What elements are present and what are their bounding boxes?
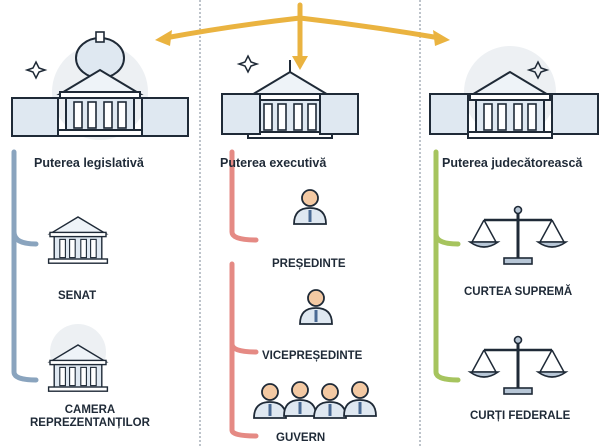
label-vicepresedinte: VICEPREȘEDINTE bbox=[262, 350, 363, 362]
label-senat: SENAT bbox=[58, 290, 97, 302]
arrow-head-left bbox=[155, 30, 172, 46]
judicial-connector bbox=[433, 149, 461, 383]
senate-building-icon bbox=[47, 216, 109, 264]
executive-connector-lower bbox=[229, 261, 259, 439]
house-of-representatives-building-icon bbox=[47, 324, 109, 392]
arrow-head-down bbox=[292, 56, 308, 70]
scales-of-justice-icon-federal bbox=[468, 335, 568, 396]
legislative-branch-senat bbox=[11, 229, 39, 247]
label-camera-reprezentantilor: CAMERA REPREZENTANȚILOR bbox=[30, 404, 150, 430]
heading-judicial: Puterea judecătorească bbox=[442, 156, 583, 170]
capitol-building-icon bbox=[11, 31, 189, 140]
cabinet-group-icon bbox=[252, 380, 378, 420]
heading-executive: Puterea executivă bbox=[220, 156, 327, 170]
checks-arrows-icon bbox=[162, 2, 443, 63]
scales-of-justice-icon-supreme bbox=[468, 205, 568, 266]
executive-connector bbox=[229, 149, 259, 243]
judicial-branch-supreme bbox=[433, 231, 461, 247]
arrow-head-right bbox=[433, 30, 450, 46]
label-curtea-suprema: CURTEA SUPREMĂ bbox=[464, 286, 573, 298]
vice-president-person-icon bbox=[298, 288, 334, 326]
label-guvern: GUVERN bbox=[276, 432, 326, 444]
legislative-connector bbox=[11, 149, 39, 383]
sparkle-icons bbox=[24, 54, 550, 80]
president-person-icon bbox=[292, 188, 328, 226]
supreme-court-building-icon bbox=[429, 46, 599, 139]
white-house-icon bbox=[221, 60, 359, 139]
label-curti-federale: CURȚI FEDERALE bbox=[470, 410, 571, 422]
executive-branch-vp bbox=[229, 341, 259, 355]
heading-legislative: Puterea legislativă bbox=[34, 156, 144, 170]
label-presedinte: PREȘEDINTE bbox=[272, 258, 346, 270]
